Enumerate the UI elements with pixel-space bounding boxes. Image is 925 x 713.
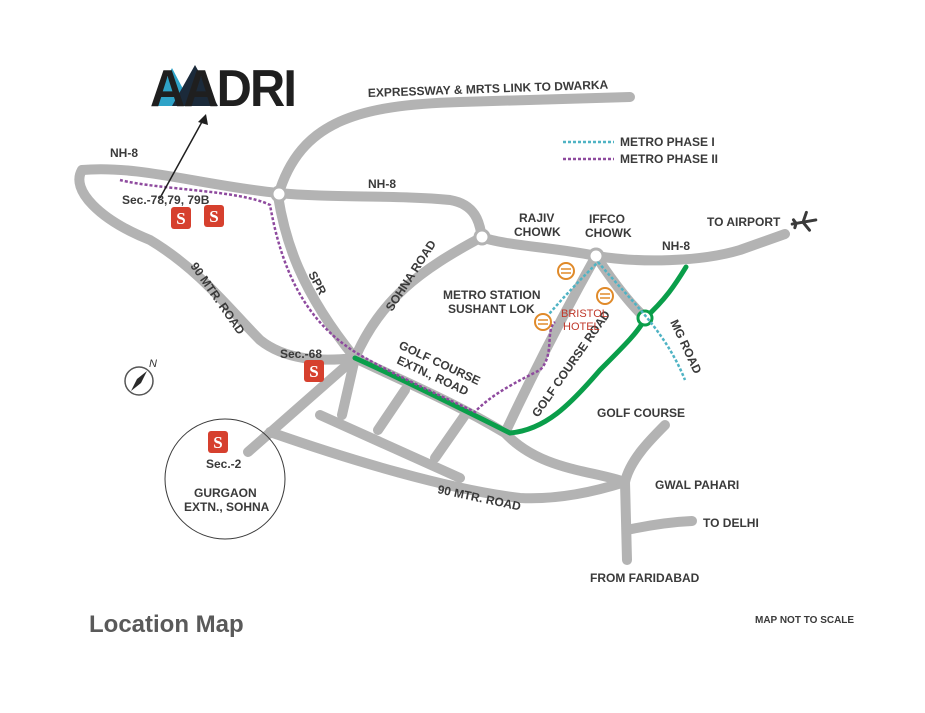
logo-pointer-arrow: [159, 114, 208, 199]
metro-phase-2-line: [119, 178, 556, 414]
metro-1-path-a: [539, 261, 599, 326]
label-sec-78: Sec.-78,79, 79B: [122, 193, 210, 207]
road-to-sec2: [243, 353, 360, 457]
label-rajiv-chowk-2: CHOWK: [514, 225, 561, 239]
road-to-delhi: [622, 516, 697, 535]
metro-2-path-a: [119, 178, 556, 414]
label-nh8-east: NH-8: [662, 239, 690, 253]
label-metro-station-2: SUSHANT LOK: [448, 302, 535, 316]
label-90mtr-west: 90 MTR. ROAD: [188, 260, 248, 338]
road-nh8: [77, 164, 790, 266]
label-sec-68: Sec.-68: [280, 347, 322, 361]
compass-north-icon: N: [124, 358, 157, 396]
legend-label-phase-1: METRO PHASE I: [620, 135, 715, 149]
road-to-faridabad: [620, 477, 632, 565]
label-sec-2: Sec.-2: [206, 457, 242, 471]
scale-note: MAP NOT TO SCALE: [755, 615, 854, 626]
road-connector-1: [373, 385, 410, 435]
road-golf-course-spur: [620, 420, 670, 487]
legend-label-phase-2: METRO PHASE II: [620, 152, 718, 166]
svg-text:S: S: [209, 207, 218, 226]
logo-mountain-dark: [172, 65, 218, 106]
label-golf-course: GOLF COURSE: [597, 406, 685, 420]
svg-text:S: S: [176, 209, 185, 228]
road-spr: [273, 191, 360, 363]
label-to-delhi: TO DELHI: [703, 516, 759, 530]
label-bristol-hotel-1: BRISTOL: [561, 308, 608, 320]
svg-text:S: S: [213, 433, 222, 452]
junction-rajiv-chowk: [473, 228, 491, 246]
label-gwal-pahari: GWAL PAHARI: [655, 478, 739, 492]
label-metro-station-1: METRO STATION: [443, 288, 541, 302]
junction-mg: [636, 309, 654, 327]
metro-station-icon-3: [534, 313, 552, 331]
label-bristol-hotel-2: HOTEL: [563, 321, 600, 333]
site-marker-sec78-b: S: [204, 205, 224, 227]
metro-station-icon-2: [596, 287, 614, 305]
logo-text: AADRI: [150, 60, 295, 118]
road-connector-2: [430, 410, 470, 463]
compass-n-label: N: [149, 358, 157, 370]
junction-iffco-chowk: [587, 247, 605, 265]
metro-1-path-b: [597, 261, 687, 381]
road-golf-course: [500, 251, 630, 487]
svg-text:S: S: [309, 362, 318, 381]
label-gurgaon-extn-1: GURGAON: [194, 486, 257, 500]
label-from-faridabad: FROM FARIDABAD: [590, 571, 700, 585]
road-90mtr-west: [74, 165, 360, 365]
road-expressway: [273, 92, 635, 201]
label-mg-road: MG ROAD: [667, 317, 704, 376]
label-to-airport: TO AIRPORT: [707, 215, 781, 229]
airplane-icon: [790, 210, 818, 232]
gurgaon-extn-circle: [164, 418, 286, 540]
label-nh8-west: NH-8: [110, 146, 138, 160]
metro-station-icon-1: [557, 262, 575, 280]
aadri-logo: AADRI: [150, 60, 297, 118]
label-iffco-chowk-2: CHOWK: [585, 226, 632, 240]
legend: METRO PHASE I METRO PHASE II: [563, 135, 718, 166]
label-rajiv-chowk-1: RAJIV: [519, 211, 554, 225]
site-marker-sec78-a: S: [171, 207, 191, 229]
label-nh8-mid: NH-8: [368, 177, 396, 191]
site-marker-sec2: S: [208, 431, 228, 453]
road-90mtr-south: [265, 427, 630, 504]
label-gurgaon-extn-2: EXTN., SOHNA: [184, 500, 270, 514]
label-sohna-road: SOHNA ROAD: [383, 237, 439, 313]
site-marker-sec68: S: [304, 360, 324, 382]
junction-spr: [270, 185, 288, 203]
road-connector-3: [315, 410, 465, 483]
green-road-extn: [352, 264, 689, 436]
road-sohna: [337, 232, 487, 420]
label-iffco-chowk-1: IFFCO: [589, 212, 625, 226]
metro-phase-1-line: [539, 261, 687, 381]
golf-course-road-highlight: [352, 264, 689, 436]
map-title: Location Map: [89, 611, 244, 638]
